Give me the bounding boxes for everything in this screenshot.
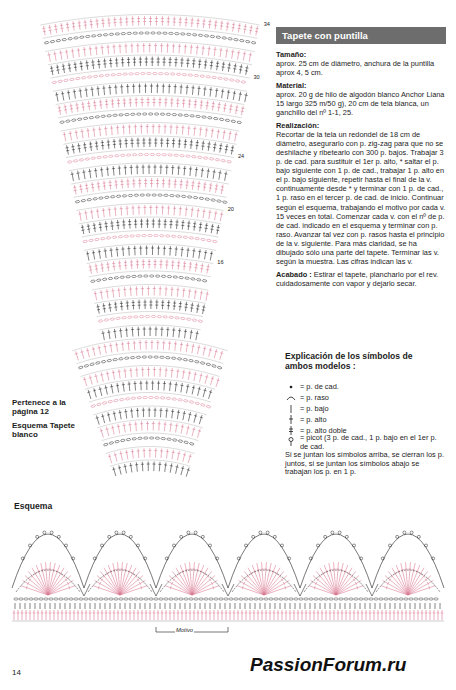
legend-symbol — [285, 414, 297, 425]
legend-symbol — [285, 381, 297, 392]
legend-entry: = p. raso — [285, 392, 445, 403]
chart-title: Esquema Tapete blanco — [12, 421, 82, 439]
legend-text: = picot (3 p. de cad., 1 p. bajo en el 1… — [300, 433, 445, 451]
section-body: Recortar de la tela un redondel de 18 cm… — [276, 130, 446, 265]
section-body: aprox. 20 g de hilo de algodón blanco An… — [276, 90, 446, 117]
motif-label: Motivo — [175, 627, 194, 634]
section-body: aprox. 25 cm de diámetro, anchura de la … — [276, 59, 446, 77]
watermark: PassionForum.ru — [250, 654, 406, 676]
section-heading: Acabado : — [276, 270, 312, 279]
note-text: Si se juntan los símbolos arriba, se cie… — [285, 451, 445, 477]
row-number: 34 — [263, 21, 271, 27]
legend-heading: Explicación de los símbolos de ambos mod… — [285, 352, 435, 372]
edging-chart — [12, 531, 444, 632]
legend-entry: = picot (3 p. de cad., 1 p. bajo en el 1… — [285, 436, 445, 447]
legend-symbol — [285, 425, 297, 436]
legend-text: = p. bajo — [300, 404, 329, 413]
legend-symbol — [285, 436, 297, 447]
legend-entry: = p. de cad. — [285, 381, 445, 392]
row-number: 30 — [252, 74, 260, 80]
section-heading: Material: — [276, 81, 446, 90]
section-heading: Tamaño: — [276, 50, 446, 59]
row-number: 20 — [227, 206, 235, 212]
chart-title: Esquema — [14, 502, 94, 512]
legend-entry: = p. alto — [285, 414, 445, 425]
legend-entry: = p. bajo — [285, 403, 445, 414]
title-band: Tapete con puntilla — [276, 27, 446, 44]
reference-note: Pertenece a la página 12 — [12, 398, 82, 416]
title-text: Tapete con puntilla — [282, 30, 440, 41]
page-number: 14 — [12, 668, 21, 677]
legend-text: = p. de cad. — [300, 382, 339, 391]
legend-text: = p. alto — [300, 415, 327, 424]
legend-text: = p. raso — [300, 393, 329, 402]
row-number: 16 — [216, 259, 224, 265]
doily-wedge-chart — [40, 15, 260, 477]
legend-symbol — [285, 403, 297, 414]
legend-symbol — [285, 392, 297, 403]
section-heading: Realización: — [276, 121, 446, 130]
row-number: 24 — [237, 153, 245, 159]
